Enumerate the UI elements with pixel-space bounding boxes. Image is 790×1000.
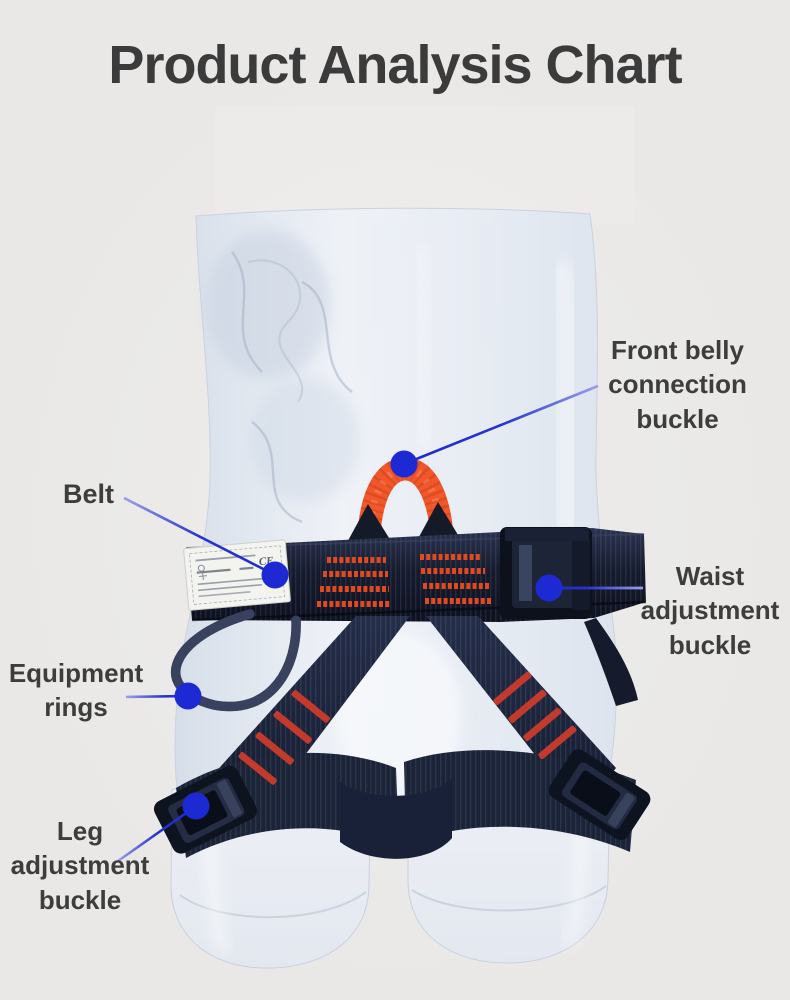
harness: CE: [153, 457, 651, 859]
marker-dot: [390, 450, 418, 478]
belt-stitching-left: [317, 557, 390, 607]
annotation-leader-equipment: [125, 682, 202, 710]
marker-dot: [174, 682, 202, 710]
leader-line: [117, 804, 197, 863]
crotch-strap: [340, 778, 452, 859]
page-title: Product Analysis Chart: [108, 35, 682, 95]
annotation-leader-waist: [535, 574, 643, 602]
annotation-label-leg-adjustment-buckle: Leg adjustment buckle: [10, 816, 150, 915]
leg-adjustment-buckle-right: [548, 749, 651, 841]
belt-label-tag: CE: [183, 539, 291, 611]
leg-strap-stitching-right: [493, 671, 577, 760]
marker-dot: [535, 574, 563, 602]
equipment-ring-cord: [170, 609, 301, 712]
leader-line: [403, 384, 599, 466]
waist-adjustment-buckle: [500, 527, 638, 706]
leader-line: [123, 496, 276, 577]
annotation-label-equipment-rings: Equipment rings: [8, 658, 144, 723]
annotation-label-waist-adjustment-buckle: Waist adjustment buckle: [640, 561, 780, 660]
annotation-leader-belt: [123, 496, 289, 589]
annotation-leader-front-belly: [390, 384, 599, 478]
arch-base-left: [344, 504, 394, 548]
annotation-leader-leg: [117, 792, 210, 863]
annotation-label-front-belly-connection-buckle: Front belly connection buckle: [608, 335, 747, 434]
marker-dot: [261, 561, 289, 589]
annotation-label-belt: Belt: [63, 479, 115, 509]
marker-dot: [182, 792, 210, 820]
belt-stitching-right: [420, 554, 493, 604]
photo-backdrop-edge: [215, 106, 635, 224]
leg-strap-stitching-left: [238, 690, 330, 785]
